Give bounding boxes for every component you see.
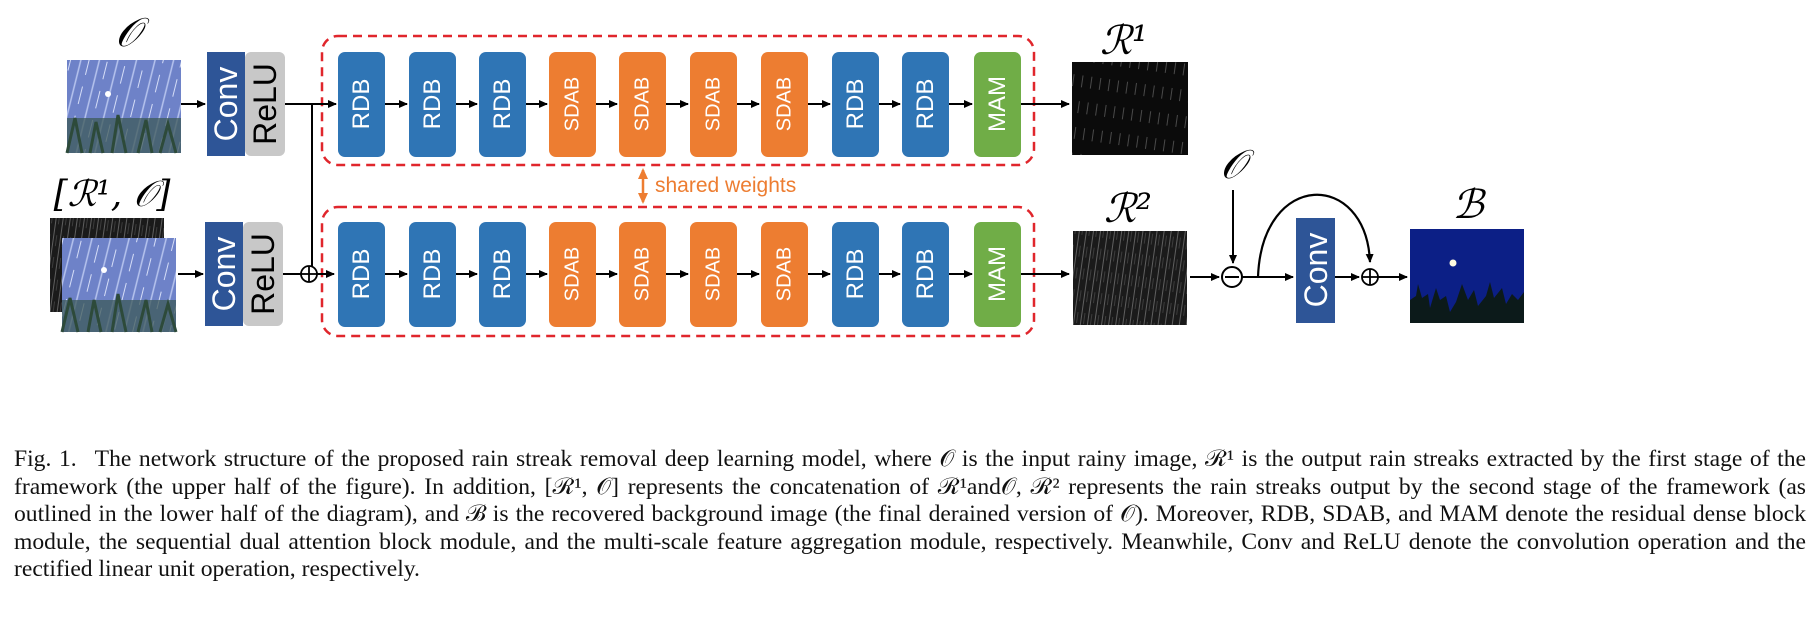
conv-relu-block-bottom: Conv ReLU [205,222,283,326]
stage2-rdb-label-9: RDB [912,249,939,300]
caption-figure-label: Fig. 1. [14,446,77,472]
stage1-mam-label-10: MAM [984,76,1011,132]
stage2-sdab-label-5: SDAB [632,247,654,301]
stage1-mam-block-10 [974,52,1021,157]
relu-block-bottom [243,222,283,326]
stage1-sdab-label-4: SDAB [562,77,584,131]
shared-weights-label: shared weights [655,174,796,197]
conv-relu-block-top: Conv ReLU [207,52,285,156]
stage1-rdb-block-9 [902,52,949,157]
element-wise-subtract-icon [1221,266,1243,288]
skip-line-to-lower [302,104,313,275]
stage1-rdb-label-2: RDB [419,79,446,130]
stage1-dashed-frame [320,34,1036,167]
relu-label-top: ReLU [247,63,283,145]
stage1-sdab-block-7 [761,52,808,157]
final-conv-block: Conv [1296,218,1335,323]
relu-label-bottom: ReLU [245,233,281,315]
stage2-rdb-label-8: RDB [842,249,869,300]
stage1-rdb-block-2 [409,52,456,157]
stage2-dashed-frame [320,205,1036,338]
stage1-sdab-block-5 [619,52,666,157]
stage2-rdb-block-8 [832,222,879,327]
o-subtract-label: 𝒪 [1220,142,1255,188]
stage2-mam-block-10 [974,222,1021,327]
input-o-label: 𝒪 [115,10,150,56]
conv-block-top [207,52,245,156]
concat-input-images [50,218,178,333]
stage1-rdb-label-9: RDB [912,79,939,130]
stage2-sdab-label-7: SDAB [774,247,796,301]
stage2-rdb-label-2: RDB [419,249,446,300]
conv-label-top: Conv [208,67,244,142]
stage1-rdb-block-8 [832,52,879,157]
relu-block-top [245,52,285,156]
final-add-icon [1361,268,1379,286]
stage1-sdab-label-6: SDAB [703,77,725,131]
stage2-rdb-label-3: RDB [489,249,516,300]
conv-block-bottom [205,222,243,326]
stage2-sdab-block-6 [690,222,737,327]
stage2-rdb-block-2 [409,222,456,327]
stage2-sdab-block-5 [619,222,666,327]
figure-caption: Fig. 1.The network structure of the prop… [14,446,1806,584]
stage2-sdab-label-4: SDAB [562,247,584,301]
skip-connection-arc [1256,193,1374,278]
r1-label: ℛ¹ [1100,18,1148,64]
caption-text: The network structure of the proposed ra… [14,446,1806,583]
stage1-sdab-block-6 [690,52,737,157]
stage1-rdb-block-1 [338,52,385,157]
stage1-sdab-label-5: SDAB [632,77,654,131]
stage2-sdab-block-7 [761,222,808,327]
b-label: ℬ [1452,182,1486,228]
stage2-rdb-block-3 [479,222,526,327]
stage2-sdab-label-6: SDAB [703,247,725,301]
stage1-rdb-label-3: RDB [489,79,516,130]
stage1-sdab-label-7: SDAB [774,77,796,131]
stage2-sdab-block-4 [549,222,596,327]
stage2-blocks: RDB RDB RDB SDAB SDAB SDAB SDAB RDB RDB MAM [338,222,1021,327]
recovered-background-image [1410,229,1524,323]
stage2-mam-label-10: MAM [984,246,1011,302]
element-wise-add-icon [300,265,318,283]
stage2-rdb-label-1: RDB [348,249,375,300]
r2-label: ℛ² [1104,186,1152,232]
concat-label: [ℛ¹, 𝒪] [54,174,172,215]
stage2-rdb-block-9 [902,222,949,327]
stage1-rdb-label-8: RDB [842,79,869,130]
r2-rain-streak-image [1073,231,1187,325]
input-rainy-image [65,60,181,154]
final-conv-label: Conv [1298,233,1334,308]
stage1-rdb-label-1: RDB [348,79,375,130]
stage1-blocks: RDB RDB RDB SDAB SDAB SDAB SDAB RDB RDB MAM [338,52,1021,157]
stage1-sdab-block-4 [549,52,596,157]
r1-rain-streak-image [1072,62,1188,155]
stage2-rdb-block-1 [338,222,385,327]
conv-label-bottom: Conv [206,237,242,312]
stage1-rdb-block-3 [479,52,526,157]
